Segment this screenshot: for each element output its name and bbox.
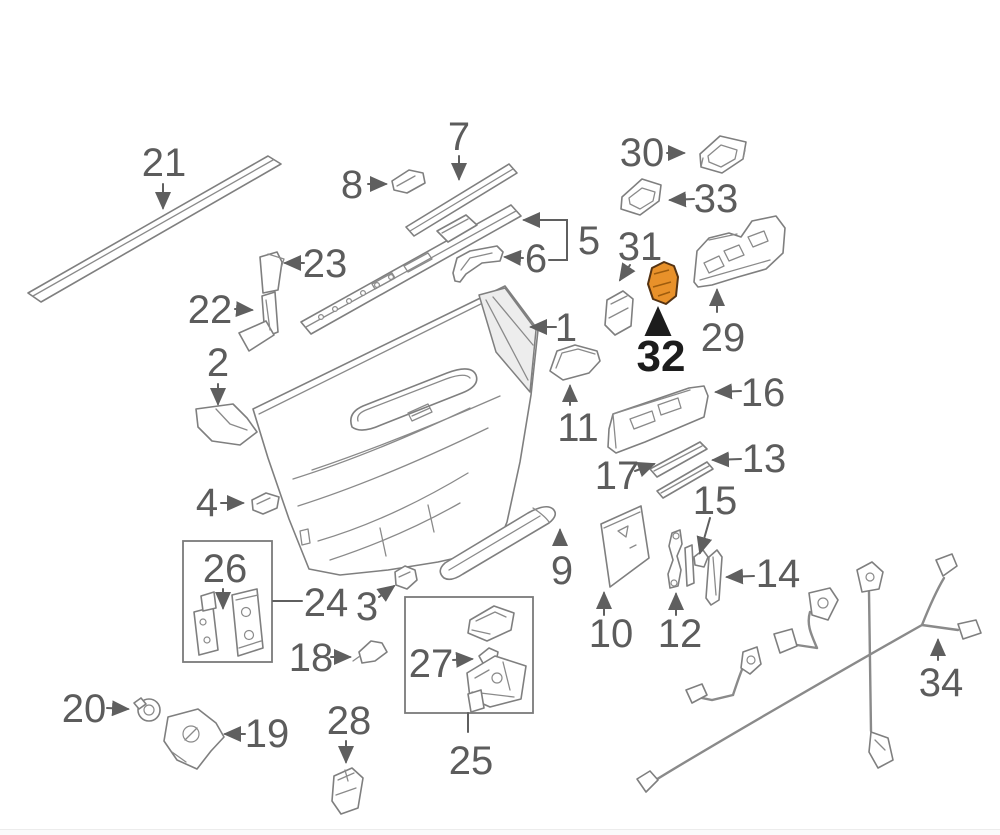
callout-12-label[interactable]: 12 [658, 612, 703, 656]
callout-8-label[interactable]: 8 [341, 163, 363, 207]
callout-22-label[interactable]: 22 [188, 288, 233, 332]
callout-27-label[interactable]: 27 [409, 642, 454, 686]
callout-20-leader [106, 700, 130, 717]
callout-22-leader [234, 301, 254, 318]
part-2-corner-clip [195, 403, 258, 446]
part-29-window-switch-panel [693, 215, 786, 288]
callout-20-label[interactable]: 20 [62, 687, 107, 731]
callout-31-label[interactable]: 31 [618, 225, 663, 269]
part-30-switch-housing [699, 135, 747, 174]
callout-31-leader [618, 262, 636, 282]
callout-17-leader [634, 462, 656, 478]
part-28-clip [331, 767, 364, 815]
callout-10-label[interactable]: 10 [589, 612, 634, 656]
part-23-bracket [259, 251, 285, 294]
callout-21-label[interactable]: 21 [142, 141, 187, 185]
callout-4-label[interactable]: 4 [196, 481, 218, 525]
callout-labels: 1 2 3 4 5 6 7 8 9 10 11 12 13 14 15 16 1… [62, 115, 964, 783]
callout-1-label[interactable]: 1 [555, 306, 577, 350]
part-32-body[interactable] [647, 261, 679, 305]
callout-30-label[interactable]: 30 [620, 131, 665, 175]
callout-13-label[interactable]: 13 [742, 437, 787, 481]
part-6-rail-bracket [452, 245, 504, 283]
callout-13-leader [711, 451, 742, 468]
callout-26-label[interactable]: 26 [203, 547, 248, 591]
part-12-linkage [667, 529, 695, 589]
part-17-trim-strip [656, 461, 714, 499]
part-32-shading [652, 269, 672, 297]
callout-leaders [106, 145, 946, 764]
part-26-box [182, 540, 273, 663]
callout-33-leader [668, 191, 695, 208]
part-1-door-trim-panel [252, 285, 539, 576]
part-33-switch-housing [620, 178, 662, 216]
callout-18-label[interactable]: 18 [289, 636, 334, 680]
callout-19-label[interactable]: 19 [245, 712, 290, 756]
callout-32-label[interactable]: 32 [637, 332, 686, 381]
callout-24-label[interactable]: 24 [304, 581, 349, 625]
callout-6-label[interactable]: 6 [525, 237, 547, 281]
part-3-clip [394, 565, 418, 590]
callout-34-label[interactable]: 34 [919, 661, 964, 705]
callout-29-label[interactable]: 29 [701, 316, 746, 360]
callout-28-label[interactable]: 28 [327, 699, 372, 743]
part-4-clip [251, 492, 280, 515]
callout-11-label[interactable]: 11 [557, 406, 599, 450]
part-14-sail-trim [705, 549, 723, 606]
bottom-edge-shadow [0, 829, 1000, 835]
callout-6-leader [503, 249, 524, 266]
callout-14-label[interactable]: 14 [756, 552, 801, 596]
callout-3-leader [376, 584, 396, 602]
callout-25-label[interactable]: 25 [449, 739, 494, 783]
callout-9-label[interactable]: 9 [551, 549, 573, 593]
callout-2-label[interactable]: 2 [207, 341, 229, 385]
part-11-switch-bezel [549, 344, 601, 381]
callout-7-label[interactable]: 7 [448, 115, 470, 159]
callout-15-leader [696, 517, 713, 555]
callout-5-leader [522, 212, 568, 261]
callout-16-label[interactable]: 16 [741, 371, 786, 415]
callout-33-label[interactable]: 33 [694, 177, 739, 221]
part-20-grommet [133, 697, 161, 722]
part-9-pull-handle-trim [439, 505, 557, 581]
part-10-pocket-lid [600, 505, 650, 588]
callout-3-label[interactable]: 3 [356, 585, 378, 629]
part-34-wire-harness [636, 553, 982, 793]
callout-16-leader [714, 383, 742, 400]
part-22-bracket [238, 291, 279, 352]
part-19-bracket [163, 708, 225, 770]
part-26-latch-kit [182, 540, 273, 663]
callout-5-label[interactable]: 5 [578, 219, 600, 263]
part-16-armrest-base [607, 385, 709, 454]
part-21-belt-molding [27, 155, 282, 303]
callout-14-leader [725, 568, 755, 585]
part-7-upper-molding [405, 163, 518, 237]
callout-17-label[interactable]: 17 [595, 454, 640, 498]
part-31-switch [604, 290, 634, 336]
part-8-clip [391, 169, 426, 194]
part-5-pocket-rail [300, 204, 522, 335]
callout-23-label[interactable]: 23 [303, 242, 348, 286]
callout-15-label[interactable]: 15 [693, 479, 738, 523]
part-18-clip [352, 640, 388, 664]
callout-27-leader [452, 651, 474, 668]
part-32-switch-highlighted[interactable] [647, 261, 679, 305]
